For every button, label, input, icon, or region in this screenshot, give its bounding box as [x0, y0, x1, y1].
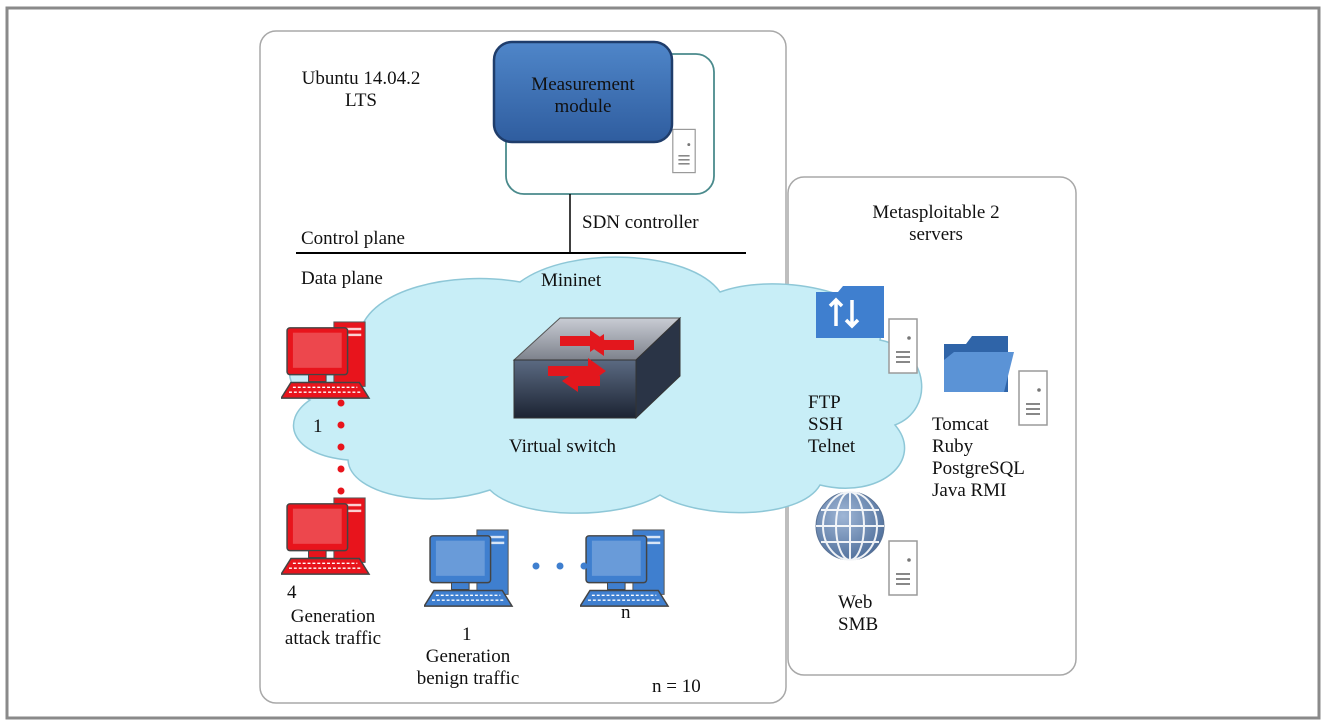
folder-icon [944, 336, 1014, 392]
virtual-switch-icon [512, 316, 682, 420]
benign-index-first: 1 [462, 624, 472, 645]
controller-server-icon [672, 128, 696, 174]
benign-index-last: n [621, 602, 631, 623]
virtual-switch-label: Virtual switch [509, 436, 617, 457]
ftp-server-icon [888, 318, 918, 374]
mininet-label: Mininet [541, 270, 602, 291]
measurement-module-box [492, 40, 674, 144]
attack-pc-4 [281, 497, 370, 575]
globe-icon [815, 491, 885, 561]
file-transfer-icon [816, 286, 884, 338]
control-plane-label: Control plane [301, 228, 405, 249]
benign-pc-1 [424, 529, 513, 607]
benign-pc-n [580, 529, 669, 607]
attack-pc-1 [281, 321, 370, 399]
outer-frame [5, 6, 1321, 720]
attack-index-first: 1 [313, 416, 323, 437]
benign-count-note: n = 10 [652, 676, 701, 697]
benign-ellipsis-dots [532, 562, 588, 570]
data-plane-label: Data plane [301, 268, 383, 289]
web-server-icon [888, 540, 918, 596]
sdn-controller-label: SDN controller [582, 212, 699, 233]
attack-ellipsis-dots [337, 399, 345, 495]
attack-index-last: 4 [287, 582, 297, 603]
